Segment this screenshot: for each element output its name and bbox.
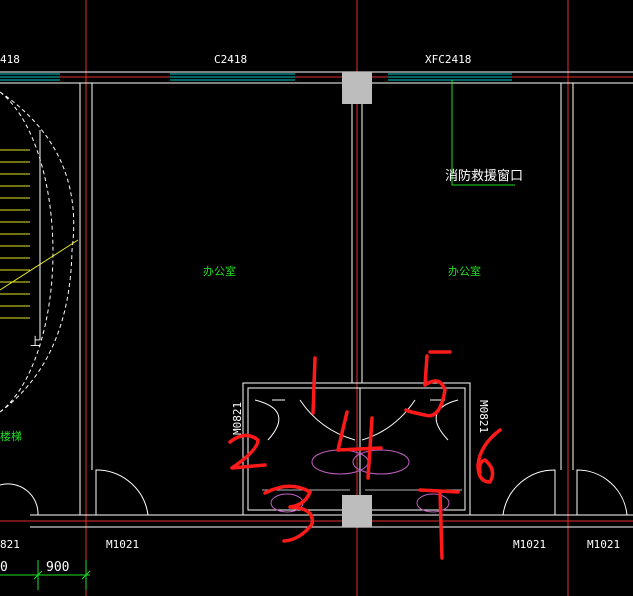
window-left	[0, 73, 60, 81]
handwritten-mark-7	[418, 488, 460, 560]
handwritten-mark-3	[263, 484, 315, 543]
window-tag-middle: C2418	[214, 53, 247, 66]
stair: 上	[0, 91, 79, 413]
door-tag-bottom-left: 821	[0, 538, 20, 551]
handwritten-mark-1	[311, 356, 317, 415]
door-tag-bottom-right-b: M1021	[587, 538, 620, 551]
dimension-line	[0, 560, 91, 590]
handwritten-annotations	[228, 350, 502, 560]
top-wall	[0, 71, 633, 104]
rescue-window-note: 消防救援窗口	[445, 168, 523, 184]
handwritten-mark-6	[476, 428, 502, 484]
room-label-left-office: 办公室	[203, 264, 236, 278]
handwritten-mark-2	[228, 433, 267, 470]
column-top	[342, 72, 372, 104]
walls	[30, 83, 633, 528]
window-tag-right: XFC2418	[425, 53, 471, 66]
door-tag-bottom-middle: M1021	[106, 538, 139, 551]
column-bottom	[342, 495, 372, 527]
window-right	[388, 73, 512, 81]
window-middle	[170, 73, 295, 81]
handwritten-mark-5	[404, 350, 452, 418]
dimension-left-value: 0	[0, 560, 8, 575]
door-tag-bottom-right-a: M1021	[513, 538, 546, 551]
door-swings	[0, 469, 628, 516]
rescue-note-leader	[451, 80, 515, 186]
window-tag-left: 418	[0, 53, 20, 66]
door-tag-bathroom-right: M0821	[477, 400, 490, 433]
door-tag-bathroom-left: M0821	[231, 402, 244, 435]
room-label-stair: 楼梯	[0, 429, 22, 443]
room-label-right-office: 办公室	[448, 264, 481, 278]
stair-up-marker: 上	[30, 335, 41, 348]
handwritten-mark-4	[336, 410, 383, 480]
dimension-segment-value: 900	[46, 560, 69, 575]
